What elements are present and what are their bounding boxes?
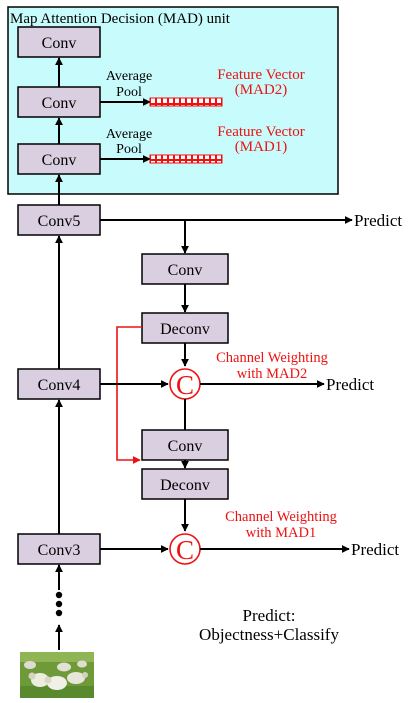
mad-conv-top-label: Conv <box>42 35 77 52</box>
conv3-label: Conv3 <box>38 542 81 559</box>
branch-deconv-a-label: Deconv <box>160 321 210 338</box>
branch-deconv-b <box>141 468 229 500</box>
branch-conv-a <box>141 253 229 285</box>
ellipsis-dot <box>55 600 63 608</box>
c-symbol-lower: C <box>176 535 194 565</box>
ellipsis-dot <box>55 591 63 599</box>
weighting-upper-line2: with MAD2 <box>237 366 308 382</box>
legend-line2: Objectness+Classify <box>199 625 339 644</box>
pool-lower-line1: Average <box>106 127 152 142</box>
branch-conv-b-label: Conv <box>168 438 203 455</box>
branch-deconv-b-label: Deconv <box>160 477 210 494</box>
feature-vector-mad2 <box>149 97 223 107</box>
ellipsis-dot <box>55 609 63 617</box>
mad-conv-bottom-label: Conv <box>42 152 77 169</box>
conv4-label: Conv4 <box>38 377 81 394</box>
sheep-photo <box>20 652 94 698</box>
mad-conv-mid-label: Conv <box>42 95 77 112</box>
skip-connection-red <box>116 326 142 464</box>
pool-upper-line2: Pool <box>116 85 142 100</box>
weighting-lower-line2: with MAD1 <box>246 525 317 541</box>
pool-upper-line1: Average <box>106 69 152 84</box>
weighting-upper-line1: Channel Weighting <box>216 350 328 366</box>
branch-deconv-a <box>141 312 229 344</box>
feature-upper-line1: Feature Vector <box>217 67 305 83</box>
branch-conv-b <box>141 429 229 461</box>
feature-upper-line2: (MAD2) <box>235 82 288 98</box>
predict-mid: Predict <box>326 375 374 394</box>
conv5-label: Conv5 <box>38 213 81 230</box>
weighting-lower-line1: Channel Weighting <box>225 509 337 525</box>
mad-conv-top <box>17 26 101 58</box>
mad-unit-title: Map Attention Decision (MAD) unit <box>10 11 231 27</box>
pool-lower-line2: Pool <box>116 142 142 157</box>
predict-top: Predict <box>354 211 402 230</box>
branch-conv-a-label: Conv <box>168 262 203 279</box>
feature-vector-mad1 <box>149 154 223 164</box>
predict-bottom: Predict <box>351 540 399 559</box>
legend-line1: Predict: <box>243 606 296 625</box>
feature-lower-line1: Feature Vector <box>217 124 305 140</box>
feature-lower-line2: (MAD1) <box>235 139 288 155</box>
c-symbol-upper: C <box>176 370 194 400</box>
